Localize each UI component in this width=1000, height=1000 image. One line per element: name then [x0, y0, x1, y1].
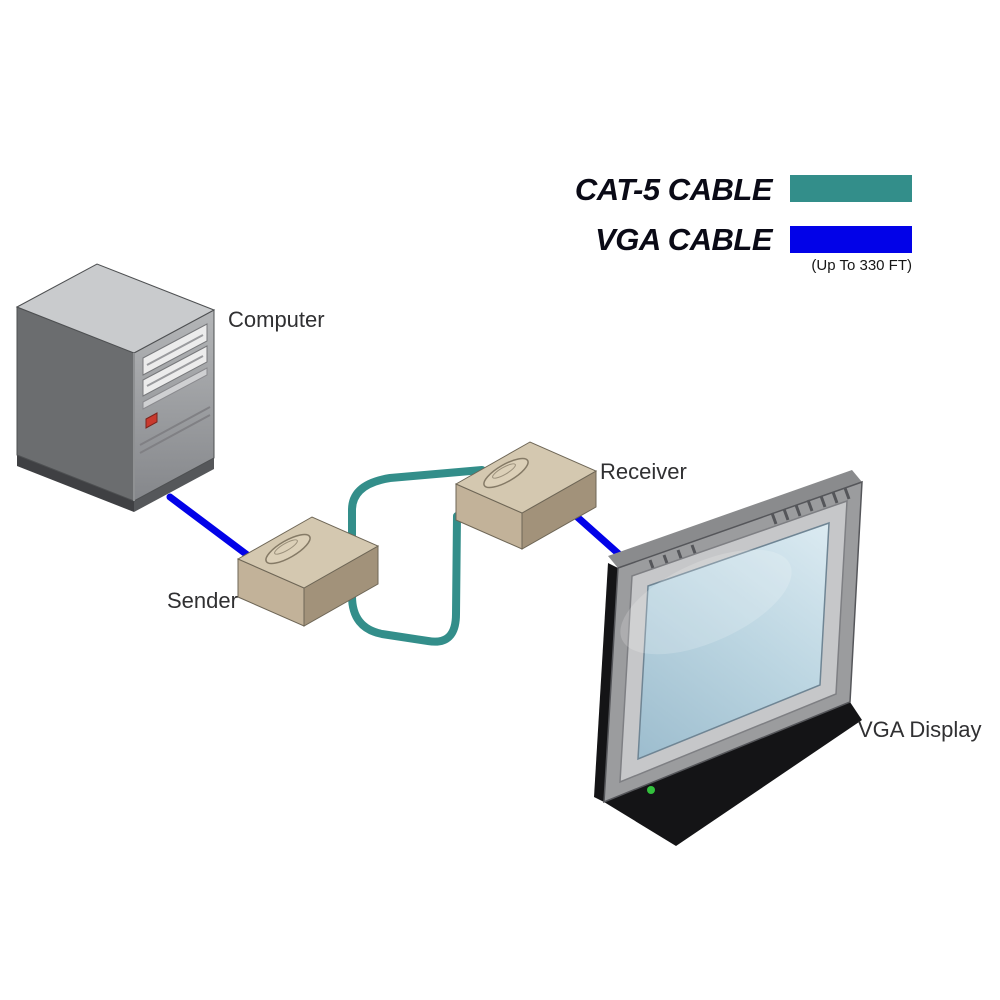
computer-label: Computer — [228, 307, 325, 332]
computer-tower — [15, 263, 216, 512]
receiver-oval-inner — [492, 463, 516, 479]
legend-vga-label: VGA CABLE — [595, 222, 774, 257]
tower-vent-line-1 — [139, 406, 211, 446]
legend-vga-entry: VGA CABLE (Up To 330 FT) — [595, 222, 912, 274]
power-button — [145, 412, 158, 429]
legend: CAT-5 CABLE VGA CABLE (Up To 330 FT) — [575, 172, 912, 274]
sender-label: Sender — [167, 588, 238, 613]
sender-oval-badge — [265, 533, 311, 565]
receiver-oval-badge — [483, 457, 529, 489]
tower-vent-line-2 — [139, 414, 211, 454]
receiver-unit — [454, 441, 598, 550]
legend-cat5-entry: CAT-5 CABLE — [575, 172, 912, 207]
receiver-top-face — [454, 441, 598, 514]
sender-oval-inner — [274, 539, 298, 555]
receiver-label: Receiver — [600, 459, 687, 484]
sender-top-face — [236, 516, 380, 589]
display-screen-glare — [620, 549, 792, 655]
tower-base-right — [134, 458, 214, 512]
display-top-surface — [608, 470, 862, 568]
legend-vga-swatch — [790, 226, 912, 253]
legend-vga-note: (Up To 330 FT) — [811, 257, 912, 274]
display-label: VGA Display — [858, 717, 982, 742]
tower-top-face — [15, 263, 216, 354]
drive-bay-2-slot — [146, 355, 204, 387]
legend-cat5-label: CAT-5 CABLE — [575, 172, 774, 207]
vga-display — [594, 470, 863, 846]
floppy-slot — [142, 367, 208, 410]
drive-bay-1-slot — [146, 334, 204, 366]
tower-base-left — [17, 455, 134, 512]
display-vent-grill-right — [770, 487, 851, 525]
display-bottom-base — [604, 702, 862, 846]
legend-cat5-swatch — [790, 175, 912, 202]
cat5-cable — [348, 466, 486, 646]
display-screen — [637, 521, 830, 761]
power-led — [647, 786, 655, 794]
sender-unit — [236, 516, 380, 627]
display-left-side-panel — [594, 563, 618, 802]
